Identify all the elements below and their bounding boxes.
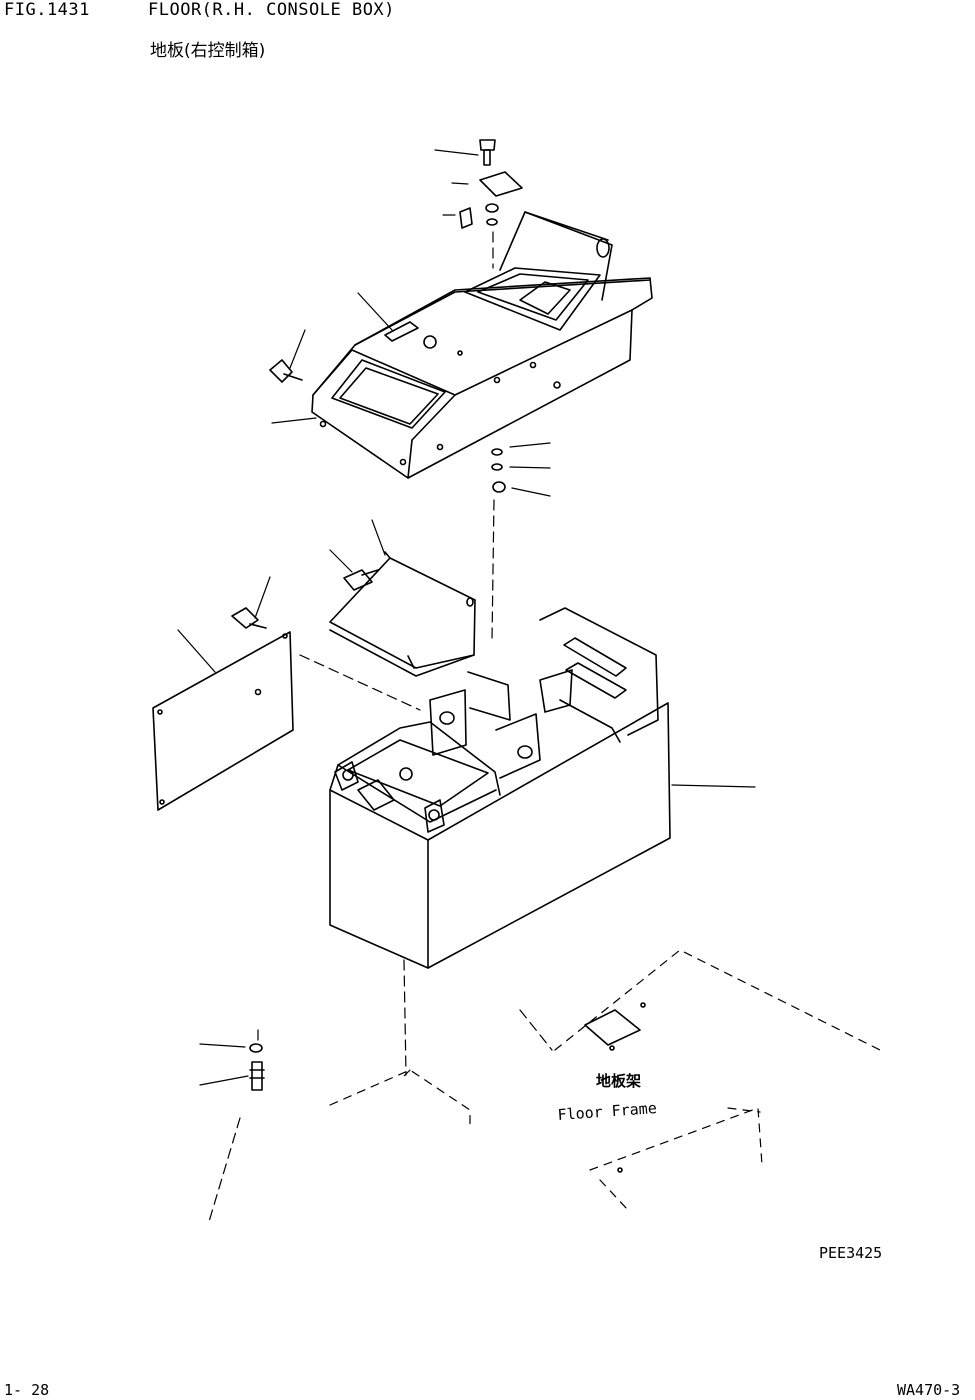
floor-frame-label-chinese: 地板架 xyxy=(596,1072,642,1090)
floor-frame-outline xyxy=(329,949,881,1211)
figure-number: FIG.1431 xyxy=(4,0,90,20)
console-box xyxy=(329,607,671,969)
floor-frame-bracket xyxy=(584,1002,646,1173)
console-top-cover xyxy=(311,211,653,479)
drawing-code: PEE3425 xyxy=(819,1244,883,1262)
assembly-centerlines xyxy=(207,231,553,1226)
mounting-bolt xyxy=(249,1043,265,1091)
console-side-panel xyxy=(152,607,294,811)
page-number: 1- 28 xyxy=(4,1381,50,1399)
figure-title: FLOOR(R.H. CONSOLE BOX) xyxy=(148,0,395,20)
top-cover-fasteners xyxy=(269,139,523,493)
leader-lines xyxy=(177,149,756,1086)
machine-model: WA470-3 xyxy=(897,1381,961,1399)
inner-cover-panel xyxy=(329,551,476,677)
figure-title-chinese: 地板(右控制箱) xyxy=(150,41,266,61)
